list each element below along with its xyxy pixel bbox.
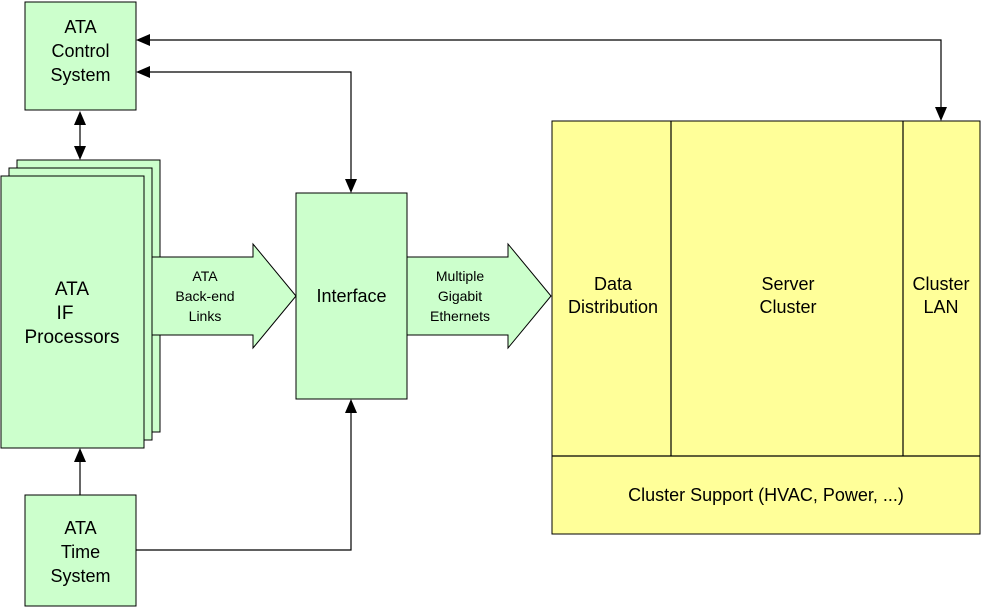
ata-if-processors-node: ATA IF Processors — [0, 159, 161, 449]
interface-label: Interface — [316, 286, 386, 306]
if-processors-line-2: IF — [57, 303, 74, 324]
gigabit-ethernets-line-1: Multiple — [436, 268, 484, 284]
back-end-links-arrow: ATA Back-end Links — [151, 242, 297, 350]
arrowhead-up — [345, 399, 357, 413]
cluster-lan-node: Cluster LAN — [912, 274, 969, 317]
back-end-links-line-3: Links — [189, 308, 222, 324]
data-distribution-line-1: Data — [594, 274, 633, 294]
server-cluster-line-1: Server — [761, 274, 814, 294]
server-cluster-line-2: Cluster — [759, 297, 816, 317]
connector-time-to-if-processors — [74, 448, 86, 495]
time-system-line-3: System — [50, 566, 110, 586]
cluster-support-label: Cluster Support (HVAC, Power, ...) — [628, 485, 904, 505]
data-distribution-node: Data Distribution — [568, 274, 658, 317]
cluster-lan-line-1: Cluster — [912, 274, 969, 294]
cluster-support-node: Cluster Support (HVAC, Power, ...) — [628, 485, 904, 505]
gigabit-ethernets-arrow: Multiple Gigabit Ethernets — [406, 242, 552, 350]
gigabit-ethernets-line-2: Gigabit — [438, 288, 482, 304]
back-end-links-line-2: Back-end — [175, 288, 234, 304]
time-system-line-2: Time — [61, 542, 100, 562]
arrowhead-up — [74, 448, 86, 462]
connector-control-to-if-processors — [74, 111, 86, 160]
cluster-lan-line-2: LAN — [923, 297, 958, 317]
connector-control-to-cluster-lan — [136, 34, 947, 121]
arrowhead-down — [74, 146, 86, 160]
cluster-block: Data Distribution Server Cluster Cluster… — [551, 120, 981, 535]
arrowhead-up — [74, 111, 86, 125]
arrowhead-down — [935, 107, 947, 121]
back-end-links-line-1: ATA — [192, 268, 218, 284]
arrowhead-left — [136, 66, 150, 78]
time-system-line-1: ATA — [64, 518, 96, 538]
arrowhead-left — [136, 34, 150, 46]
if-processors-line-1: ATA — [55, 279, 89, 300]
control-system-line-2: Control — [51, 41, 109, 61]
connector-control-to-interface — [136, 66, 357, 193]
ata-control-system-node: ATA Control System — [24, 1, 137, 111]
ata-time-system-node: ATA Time System — [24, 494, 137, 607]
interface-node: Interface — [295, 192, 408, 400]
control-system-line-1: ATA — [64, 17, 96, 37]
data-distribution-line-2: Distribution — [568, 297, 658, 317]
connector-time-to-interface — [136, 399, 357, 551]
gigabit-ethernets-line-3: Ethernets — [430, 308, 490, 324]
control-system-line-3: System — [50, 65, 110, 85]
arrowhead-down — [345, 179, 357, 193]
if-processors-line-3: Processors — [24, 327, 119, 348]
server-cluster-node: Server Cluster — [759, 274, 816, 317]
